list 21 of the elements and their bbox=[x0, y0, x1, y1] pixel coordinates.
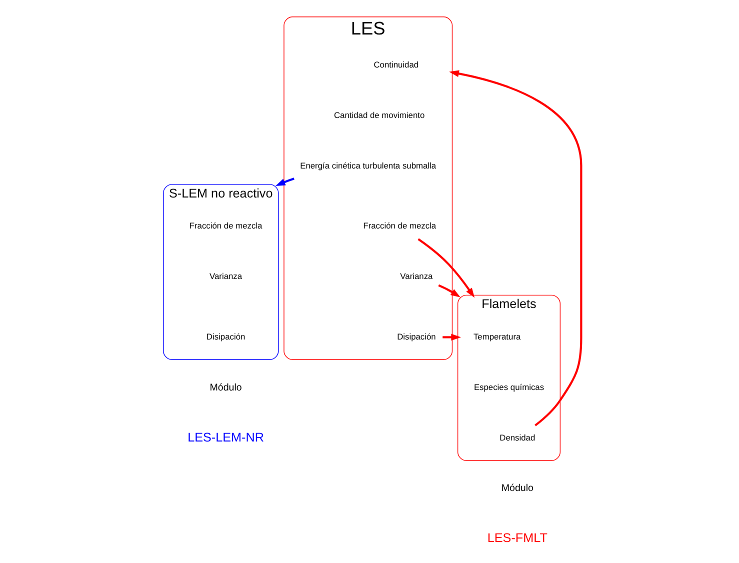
arrow bbox=[449, 70, 582, 426]
node-text: Cantidad de movimiento bbox=[334, 110, 425, 120]
node-text: Varianza bbox=[210, 271, 242, 282]
arrow bbox=[275, 178, 294, 186]
node-text: Disipación bbox=[206, 331, 246, 342]
node-text: Varianza bbox=[400, 271, 433, 282]
node-text: Fracción de mezcla bbox=[189, 220, 262, 231]
node-label: Módulo bbox=[210, 382, 242, 394]
node-text: Densidad bbox=[500, 432, 536, 442]
arrow bbox=[418, 238, 475, 298]
node-label: LES-LEM-NR bbox=[188, 430, 264, 444]
node-label: Módulo bbox=[501, 483, 534, 494]
node-text: Especies químicas bbox=[474, 382, 544, 392]
node-text: Continuidad bbox=[374, 59, 419, 70]
arrow bbox=[442, 334, 462, 341]
node-label: LES-FMLT bbox=[487, 531, 548, 546]
arrow bbox=[438, 284, 460, 298]
node-text: Fracción de mezcla bbox=[363, 220, 436, 231]
node-text: Temperatura bbox=[473, 331, 521, 342]
node-text: Disipación bbox=[397, 331, 436, 342]
node-text: Energía cinética turbulenta submalla bbox=[300, 160, 436, 170]
